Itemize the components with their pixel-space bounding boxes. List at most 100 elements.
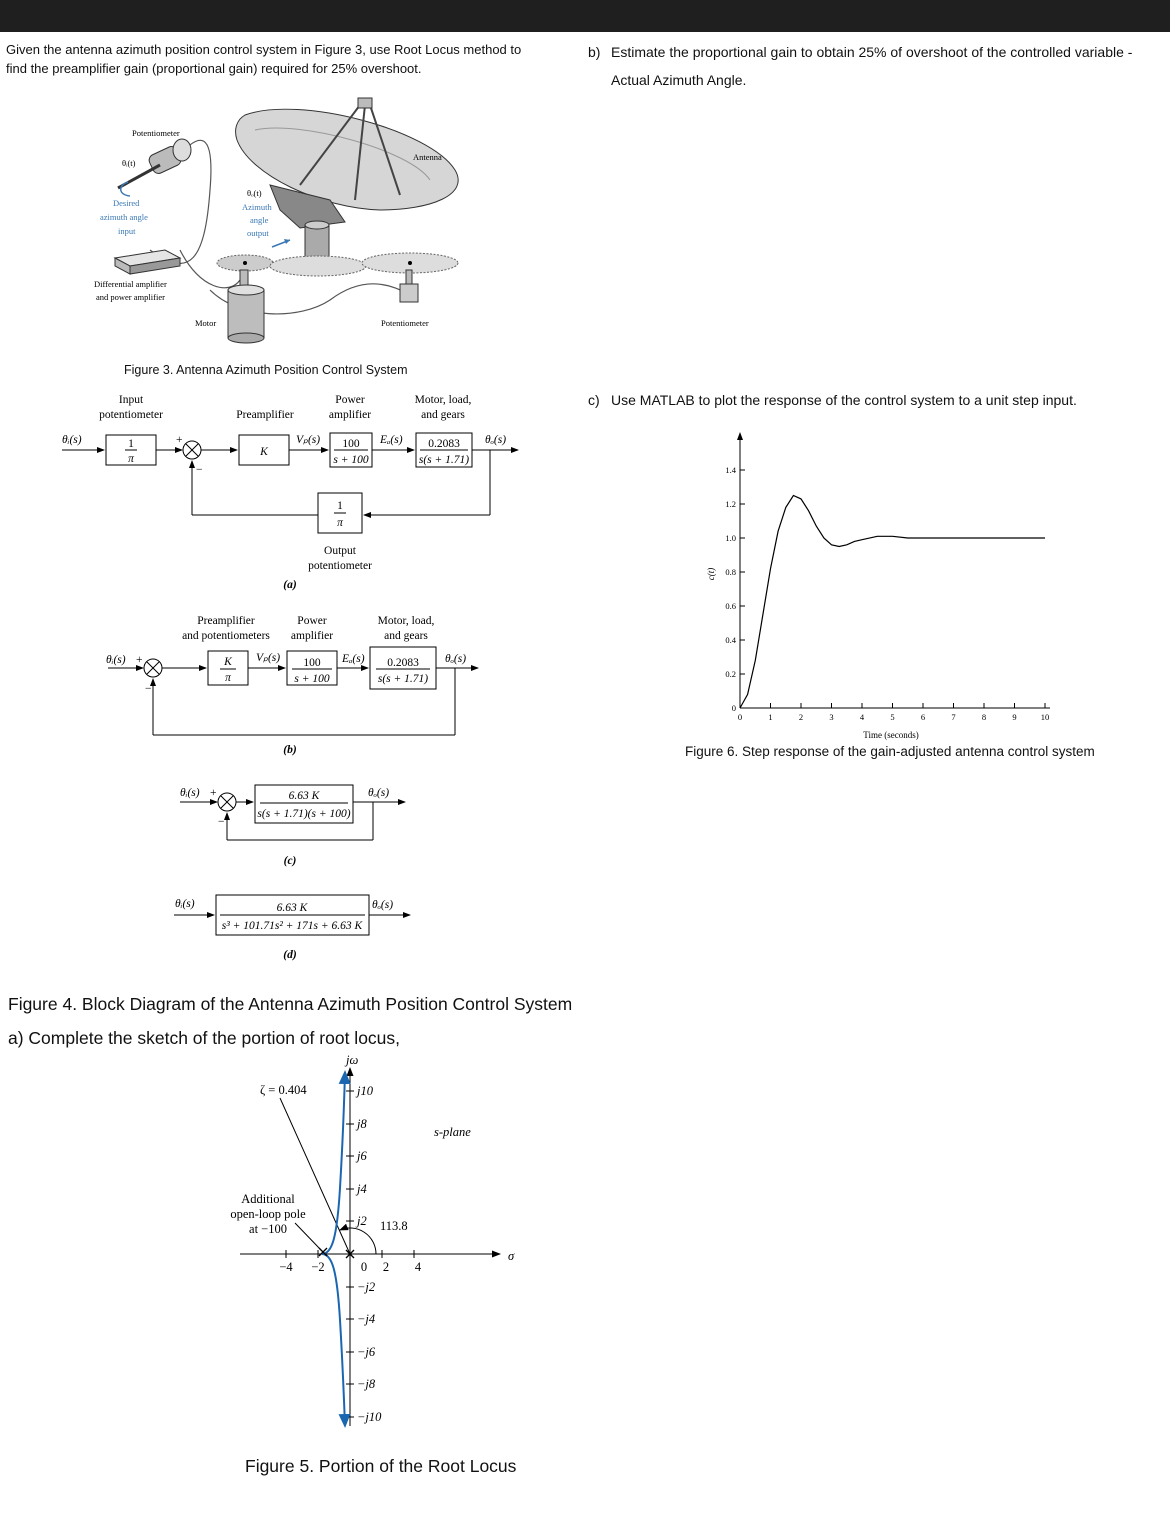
xtick-4: 4 [415,1260,422,1274]
step-response-line [739,494,1045,709]
label-azimuth: Azimuth [242,202,272,212]
label-potentiometer-top: Potentiometer [132,128,180,138]
label-and-gears: and gears [421,409,465,421]
subfigure-d-label: (d) [283,949,297,961]
feedback-denominator: π [337,517,344,529]
antenna-dish [235,97,459,264]
tick-minus-j10: −j10 [357,1410,382,1424]
x-tick-label: 2 [799,712,803,722]
tick-j10: j10 [355,1084,374,1098]
output-potentiometer-icon [399,269,419,303]
label-power-b: Power [297,615,327,627]
label-ea-b: Eₐ(s) [341,653,365,665]
label-input: Input [119,394,144,406]
subfigure-b-label: (b) [283,744,297,756]
intro-line-2: find the preamplifier gain (proportional… [6,61,422,76]
label-vp-b: Vₚ(s) [256,652,280,664]
xtick-minus-4: −4 [279,1260,293,1274]
label-vp: Vₚ(s) [296,434,320,446]
label-power-amplifier: and power amplifier [96,292,165,302]
loop-numerator-c: 6.63 K [289,790,321,802]
label-input-potentiometer: potentiometer [99,409,163,421]
y-axis-label: c(t) [706,568,716,581]
part-b-line-2: Actual Azimuth Angle. [611,72,747,88]
label-input: input [118,226,136,236]
x-tick-label: 1 [768,712,772,722]
x-tick-label: 5 [890,712,894,722]
tick-j6: j6 [355,1149,367,1163]
x-tick-label: 3 [829,712,833,722]
gear-train [216,239,459,277]
amp-denominator: s + 100 [333,454,368,466]
label-at-minus-100: at −100 [249,1222,287,1236]
sum-minus-b: − [145,683,152,695]
x-tick-label: 10 [1041,712,1050,722]
gain-k-numerator: K [223,656,233,668]
x-tick-label: 8 [982,712,986,722]
y-tick-label: 1.4 [725,465,736,475]
part-c-text: Use MATLAB to plot the response of the c… [611,392,1077,408]
amp-denominator-b: s + 100 [294,673,329,685]
xtick-0: 0 [361,1260,367,1274]
part-c-label: c) [588,392,600,408]
label-theta-i-s: θᵢ(s) [62,434,82,446]
additional-pole-pointer [294,1222,322,1251]
tick-minus-j6: −j6 [357,1345,376,1359]
xtick-minus-2: −2 [311,1260,324,1274]
label-output-potentiometer: potentiometer [308,560,372,572]
part-b-label: b) [588,44,601,60]
root-locus-lower-branch [321,1253,351,1428]
label-antenna: Antenna [413,152,442,162]
tick-minus-j8: −j8 [357,1377,376,1391]
motor-numerator: 0.2083 [428,438,460,450]
motor-denominator: s(s + 1.71) [419,454,469,466]
label-theta-o-s-c: θₒ(s) [368,787,389,799]
label-ea: Eₐ(s) [379,434,403,446]
label-theta-i-t: θᵢ(t) [122,158,136,168]
figure-3-caption: Figure 3. Antenna Azimuth Position Contr… [124,363,408,377]
tick-minus-j2: −j2 [357,1280,375,1294]
label-and-gears-b: and gears [384,630,428,642]
x-tick-label: 6 [921,712,925,722]
label-angle-113-8: 113.8 [380,1219,408,1233]
label-desired: Desired [113,198,140,208]
gain-k-denominator: π [225,672,232,684]
x-tick-label: 9 [1012,712,1016,722]
label-sigma: σ [508,1249,515,1263]
tick-j4: j4 [355,1182,367,1196]
label-zeta: ζ = 0.404 [260,1083,307,1097]
label-amplifier-b: amplifier [291,630,333,642]
sum-minus: − [196,464,203,476]
label-theta-o-s: θₒ(s) [485,434,506,446]
label-theta-i-s-b: θᵢ(s) [106,654,126,666]
label-theta-i-s-c: θᵢ(s) [180,787,200,799]
y-tick-label: 0.2 [725,669,736,679]
loop-denominator-c: s(s + 1.71)(s + 100) [257,808,350,820]
label-and-potentiometers: and potentiometers [182,630,270,642]
figure-4-caption: Figure 4. Block Diagram of the Antenna A… [8,994,573,1014]
sum-plus-c: + [210,787,217,799]
y-tick-label: 0.6 [725,601,736,611]
tick-j8: j8 [355,1117,367,1131]
motor-numerator-b: 0.2083 [387,657,419,669]
gain-k: K [259,446,269,458]
closed-loop-denominator: s³ + 101.71s² + 171s + 6.63 K [222,920,364,932]
label-azimuth-angle: azimuth angle [100,212,148,222]
part-b-line-1: Estimate the proportional gain to obtain… [611,44,1133,60]
label-angle: angle [250,215,269,225]
motor-icon [227,269,265,344]
label-motor: Motor [195,318,216,328]
label-output: output [247,228,269,238]
damping-ratio-line [279,1097,351,1255]
top-bar [0,0,1170,32]
open-loop-poles [318,1247,355,1259]
x-tick-label: 4 [860,712,865,722]
block-diagram: Input potentiometer Preamplifier Power a… [62,394,519,961]
label-power: Power [335,394,365,406]
tick-minus-j4: −j4 [357,1312,375,1326]
label-jw: jω [344,1053,358,1067]
label-open-loop-pole: open-loop pole [230,1207,306,1221]
y-tick-label: 0.4 [725,635,736,645]
root-locus-plot: jω ζ = 0.404 s-plane σ 113.8 Additional … [230,1053,515,1428]
